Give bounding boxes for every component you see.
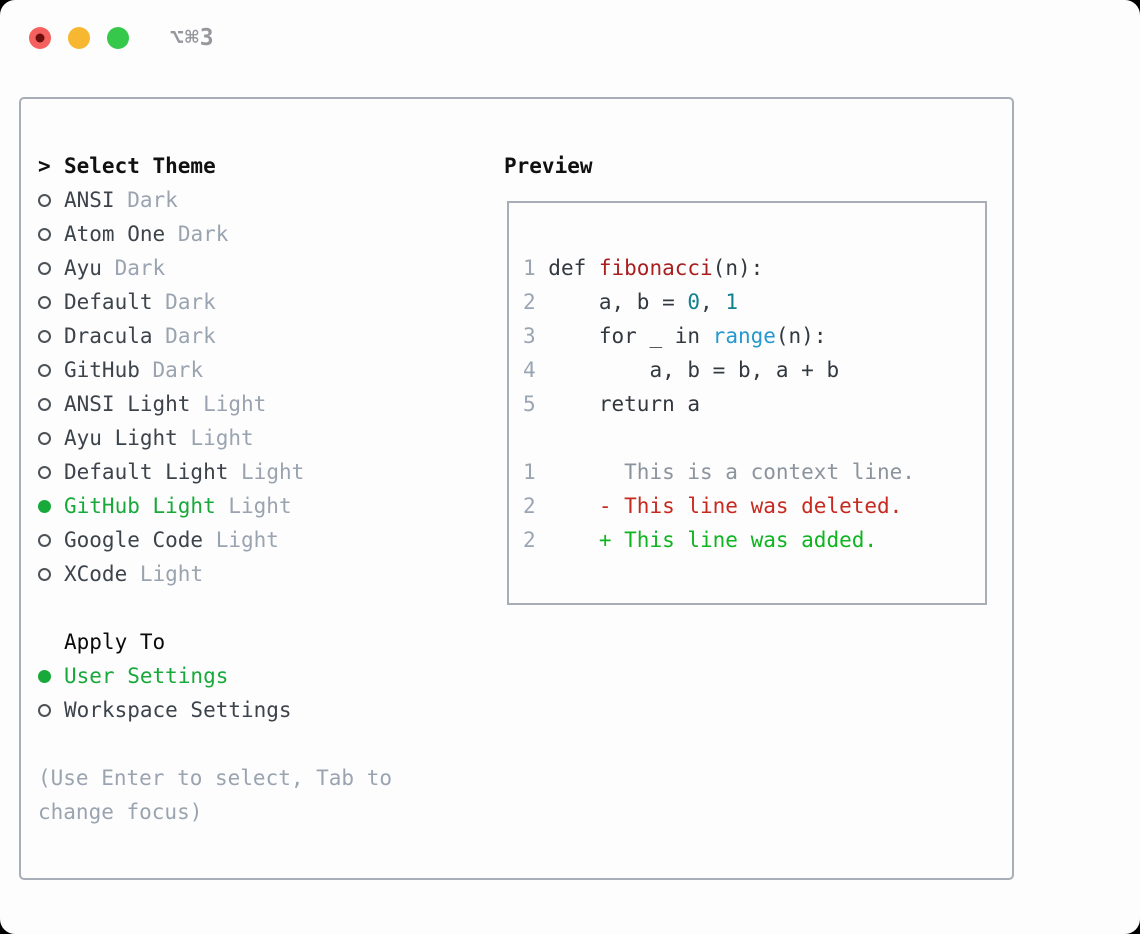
theme-option-label: Dracula xyxy=(64,324,153,348)
minimize-button[interactable] xyxy=(68,27,90,49)
theme-option-label: Ayu Light xyxy=(64,426,178,450)
theme-variant-label: Dark xyxy=(114,256,166,280)
theme-option-github[interactable]: GitHub Dark xyxy=(38,353,488,387)
line-number: 2 xyxy=(523,528,536,552)
help-text: (Use Enter to select, Tab to change focu… xyxy=(38,766,393,824)
theme-option-label: XCode xyxy=(64,562,128,586)
radio-unselected-icon xyxy=(38,193,51,207)
apply-to-heading-row: Apply To xyxy=(38,625,488,659)
apply-to-heading: Apply To xyxy=(64,630,166,654)
diff-line-context: 1 This is a context line. xyxy=(523,460,915,484)
theme-option-dracula[interactable]: Dracula Dark xyxy=(38,319,488,353)
window-title: ⌥⌘3 xyxy=(170,25,215,51)
close-button[interactable] xyxy=(29,27,51,49)
radio-unselected-icon xyxy=(38,465,51,479)
selection-caret-slot: > xyxy=(38,154,64,178)
radio-unselected-icon xyxy=(38,329,51,343)
radio-unselected-icon xyxy=(38,227,51,241)
theme-option-ayu[interactable]: Ayu Dark xyxy=(38,251,488,285)
theme-variant-label: Light xyxy=(215,528,279,552)
theme-variant-label: Dark xyxy=(177,222,229,246)
apply-option-user-settings[interactable]: User Settings xyxy=(38,659,488,693)
radio-selected-icon xyxy=(38,669,51,683)
titlebar: ⌥⌘3 xyxy=(29,25,215,51)
theme-option-default-light[interactable]: Default Light Light xyxy=(38,455,488,489)
theme-option-default[interactable]: Default Dark xyxy=(38,285,488,319)
radio-unselected-icon xyxy=(38,533,51,547)
diff-line-deleted: 2 - This line was deleted. xyxy=(523,494,903,518)
theme-option-label: Default Light xyxy=(64,460,229,484)
code-line: 2 a, b = 0, 1 xyxy=(523,290,738,314)
code-line: 3 for _ in range(n): xyxy=(523,324,827,348)
line-number: 3 xyxy=(523,324,536,348)
code-preview: 1 def fibonacci(n): 2 a, b = 0, 1 3 for _ … xyxy=(509,203,985,557)
theme-option-label: GitHub Light xyxy=(64,494,216,518)
theme-variant-label: Dark xyxy=(165,290,216,314)
theme-variant-label: Light xyxy=(190,426,254,450)
theme-option-google-code[interactable]: Google Code Light xyxy=(38,523,488,557)
theme-variant-label: Light xyxy=(228,494,292,518)
theme-option-atom-one[interactable]: Atom One Dark xyxy=(38,217,488,251)
line-number: 2 xyxy=(523,290,536,314)
preview-box: 1 def fibonacci(n): 2 a, b = 0, 1 3 for _ … xyxy=(507,201,987,605)
theme-option-ayu-light[interactable]: Ayu Light Light xyxy=(38,421,488,455)
theme-option-label: Google Code xyxy=(64,528,204,552)
line-number: 4 xyxy=(523,358,536,382)
radio-unselected-icon xyxy=(38,703,51,717)
radio-selected-icon xyxy=(38,499,51,513)
radio-unselected-icon xyxy=(38,397,51,411)
diff-line-added: 2 + This line was added. xyxy=(523,528,878,552)
theme-option-label: Ayu xyxy=(64,256,102,280)
theme-option-xcode[interactable]: XCode Light xyxy=(38,557,488,591)
maximize-button[interactable] xyxy=(107,27,129,49)
theme-option-label: ANSI xyxy=(64,188,115,212)
theme-picker-heading: Select Theme xyxy=(64,154,216,178)
theme-option-label: ANSI Light xyxy=(64,392,191,416)
radio-unselected-icon xyxy=(38,567,51,581)
theme-variant-label: Light xyxy=(139,562,204,586)
apply-option-label: Workspace Settings xyxy=(64,698,292,722)
line-number: 2 xyxy=(523,494,536,518)
theme-variant-label: Dark xyxy=(165,324,216,348)
theme-option-label: Atom One xyxy=(64,222,166,246)
apply-option-label: User Settings xyxy=(64,664,229,688)
theme-option-github-light[interactable]: GitHub Light Light xyxy=(38,489,488,523)
line-number: 5 xyxy=(523,392,536,416)
radio-unselected-icon xyxy=(38,295,51,309)
radio-unselected-icon xyxy=(38,261,51,275)
theme-option-ansi-light[interactable]: ANSI Light Light xyxy=(38,387,488,421)
blank-line xyxy=(523,421,985,455)
preview-heading: Preview xyxy=(504,154,593,178)
theme-option-label: GitHub xyxy=(64,358,140,382)
theme-option-ansi[interactable]: ANSI Dark xyxy=(38,183,488,217)
code-line: 4 a, b = b, a + b xyxy=(523,358,840,382)
line-number: 1 xyxy=(523,256,536,280)
theme-variant-label: Light xyxy=(203,392,267,416)
spacer xyxy=(38,591,488,625)
theme-variant-label: Dark xyxy=(152,358,204,382)
theme-variant-label: Dark xyxy=(127,188,178,212)
radio-unselected-icon xyxy=(38,431,51,445)
radio-unselected-icon xyxy=(38,363,51,377)
theme-variant-label: Light xyxy=(241,460,305,484)
line-number: 1 xyxy=(523,460,536,484)
code-line: 1 def fibonacci(n): xyxy=(523,256,764,280)
caret-icon: > xyxy=(38,154,51,178)
theme-option-label: Default xyxy=(64,290,153,314)
apply-option-workspace-settings[interactable]: Workspace Settings xyxy=(38,693,488,727)
code-line: 5 return a xyxy=(523,392,701,416)
record-dot-icon xyxy=(35,33,45,43)
theme-picker-heading-row: > Select Theme xyxy=(38,149,488,183)
